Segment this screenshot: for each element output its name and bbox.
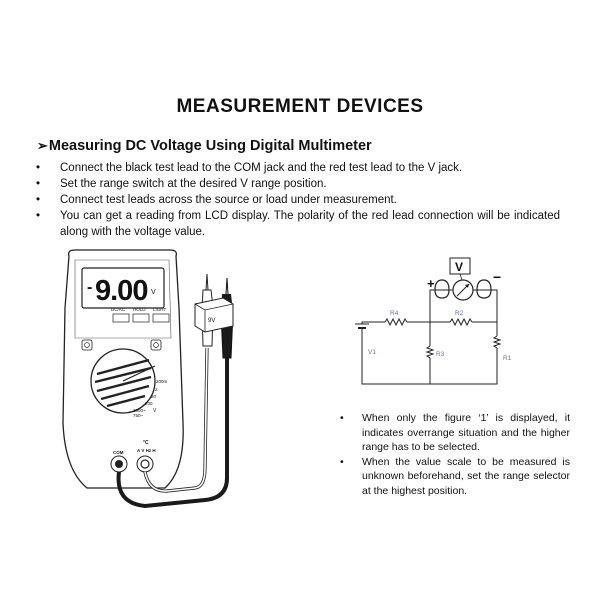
bullet-dot-icon: • <box>340 412 344 424</box>
list-item-text: Set the range switch at the desired V ra… <box>60 178 327 190</box>
resistor-r3-icon <box>425 345 435 359</box>
light-button <box>152 313 170 323</box>
meter-label: V <box>455 260 463 274</box>
dial-pointer-icon <box>122 365 156 382</box>
component-label: R4 <box>390 310 399 317</box>
hold-button <box>132 313 150 323</box>
arrow-bullet-icon: ➢ <box>37 138 48 153</box>
component-label: R2 <box>455 310 464 317</box>
lcd-sign: - <box>87 279 92 296</box>
dc-ac-label: DC/AC <box>111 307 126 312</box>
range-label: 200 <box>145 401 153 406</box>
battery-icon <box>194 297 234 333</box>
circuit-wire <box>407 321 431 346</box>
battery-label: 9V <box>208 318 215 324</box>
lcd-value: 9.00 <box>95 275 147 307</box>
range-label: 1000~ <box>133 408 146 413</box>
circuit-diagram: V + − R4 R2 V1 R3 R1 <box>355 257 512 385</box>
dc-ac-button <box>112 313 130 323</box>
probe-loop-left-icon <box>434 279 450 299</box>
bullet-dot-icon: • <box>36 210 41 222</box>
list-item: • You can get a reading from LCD display.… <box>36 208 560 240</box>
circuit-wire <box>429 289 453 322</box>
list-item: • When only the figure ‘1’ is displayed, … <box>340 411 570 455</box>
range-label: 20 <box>151 394 157 399</box>
circuit-wire <box>361 321 385 324</box>
dc-source-icon <box>355 323 369 332</box>
lcd-display <box>81 267 165 309</box>
resistor-r4-icon <box>384 317 408 327</box>
resistor-r1-icon <box>492 335 502 349</box>
v-jack-label: A V Hz H <box>137 448 156 453</box>
list-item-text: Connect the black test lead to the COM j… <box>60 162 463 174</box>
minus-sign: − <box>493 269 501 285</box>
subtitle-text: Measuring DC Voltage Using Digital Multi… <box>48 138 372 154</box>
slide-title: MEASUREMENT DEVICES <box>176 96 424 117</box>
bullet-dot-icon: • <box>36 178 41 190</box>
component-label: V1 <box>368 349 376 356</box>
dial-stripes-icon <box>94 358 152 408</box>
list-item-text: Connect test leads across the source or … <box>60 194 397 206</box>
hold-label: HOLD <box>133 307 146 312</box>
list-item: • Set the range switch at the desired V r… <box>36 176 560 192</box>
instruction-list: • Connect the black test lead to the COM … <box>36 160 560 240</box>
screw-right-icon <box>150 339 162 351</box>
screw-left-icon <box>81 339 93 351</box>
list-item: • Connect test leads across the source or… <box>36 192 560 208</box>
circuit-wire <box>472 321 498 336</box>
note-text: When only the figure ‘1’ is displayed, i… <box>362 412 570 453</box>
range-symbol: V <box>153 408 157 414</box>
component-label: R1 <box>503 355 512 362</box>
multimeter-illustration: - 9.00 V DC/AC HOLD LIGHT 200m 2 20 200 … <box>62 249 234 509</box>
range-label: 2 <box>155 387 158 392</box>
note-text: When the value scale to be measured is u… <box>362 455 570 497</box>
light-label: LIGHT <box>153 307 167 312</box>
circuit-wire <box>473 289 498 322</box>
meter-inner-outline <box>74 259 172 339</box>
notes-list: • When only the figure ‘1’ is displayed, … <box>340 411 570 498</box>
resistor-r2-icon <box>449 317 473 327</box>
slide-subtitle: ➢Measuring DC Voltage Using Digital Mult… <box>37 138 372 154</box>
list-item: • Connect the black test lead to the COM … <box>36 160 560 176</box>
range-label: 200m <box>156 379 168 384</box>
black-lead-cable <box>116 356 229 509</box>
list-item: • When the value scale to be measured is … <box>340 455 570 499</box>
range-label: 750~ <box>133 413 144 418</box>
lcd-unit: V <box>151 289 156 296</box>
list-item-text: You can get a reading from LCD display. … <box>60 210 560 238</box>
probe-loop-right-icon <box>476 279 492 299</box>
component-label: R3 <box>436 351 445 358</box>
temp-label: °C <box>143 440 149 446</box>
bullet-dot-icon: • <box>36 194 41 206</box>
bullet-dot-icon: • <box>36 162 41 174</box>
bullet-dot-icon: • <box>340 455 344 468</box>
com-label: COM <box>113 450 124 455</box>
plus-sign: + <box>427 276 435 291</box>
